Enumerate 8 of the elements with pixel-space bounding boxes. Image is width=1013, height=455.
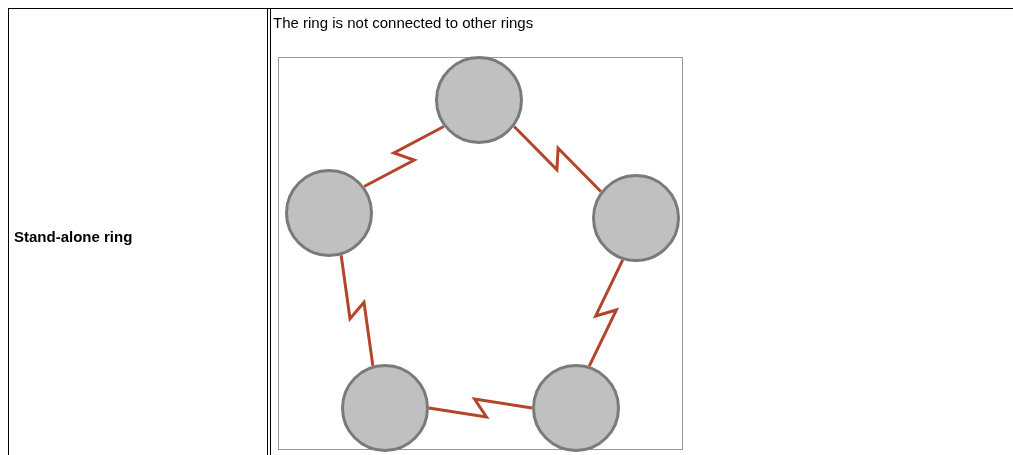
link-line <box>428 397 533 419</box>
ring-node-circle <box>435 56 523 144</box>
link-line <box>587 259 625 367</box>
link-line <box>363 125 445 188</box>
description-text: The ring is not connected to other rings <box>273 14 534 31</box>
row-heading: Stand-alone ring <box>14 228 133 245</box>
link-line <box>339 255 375 366</box>
link-line <box>513 125 602 193</box>
